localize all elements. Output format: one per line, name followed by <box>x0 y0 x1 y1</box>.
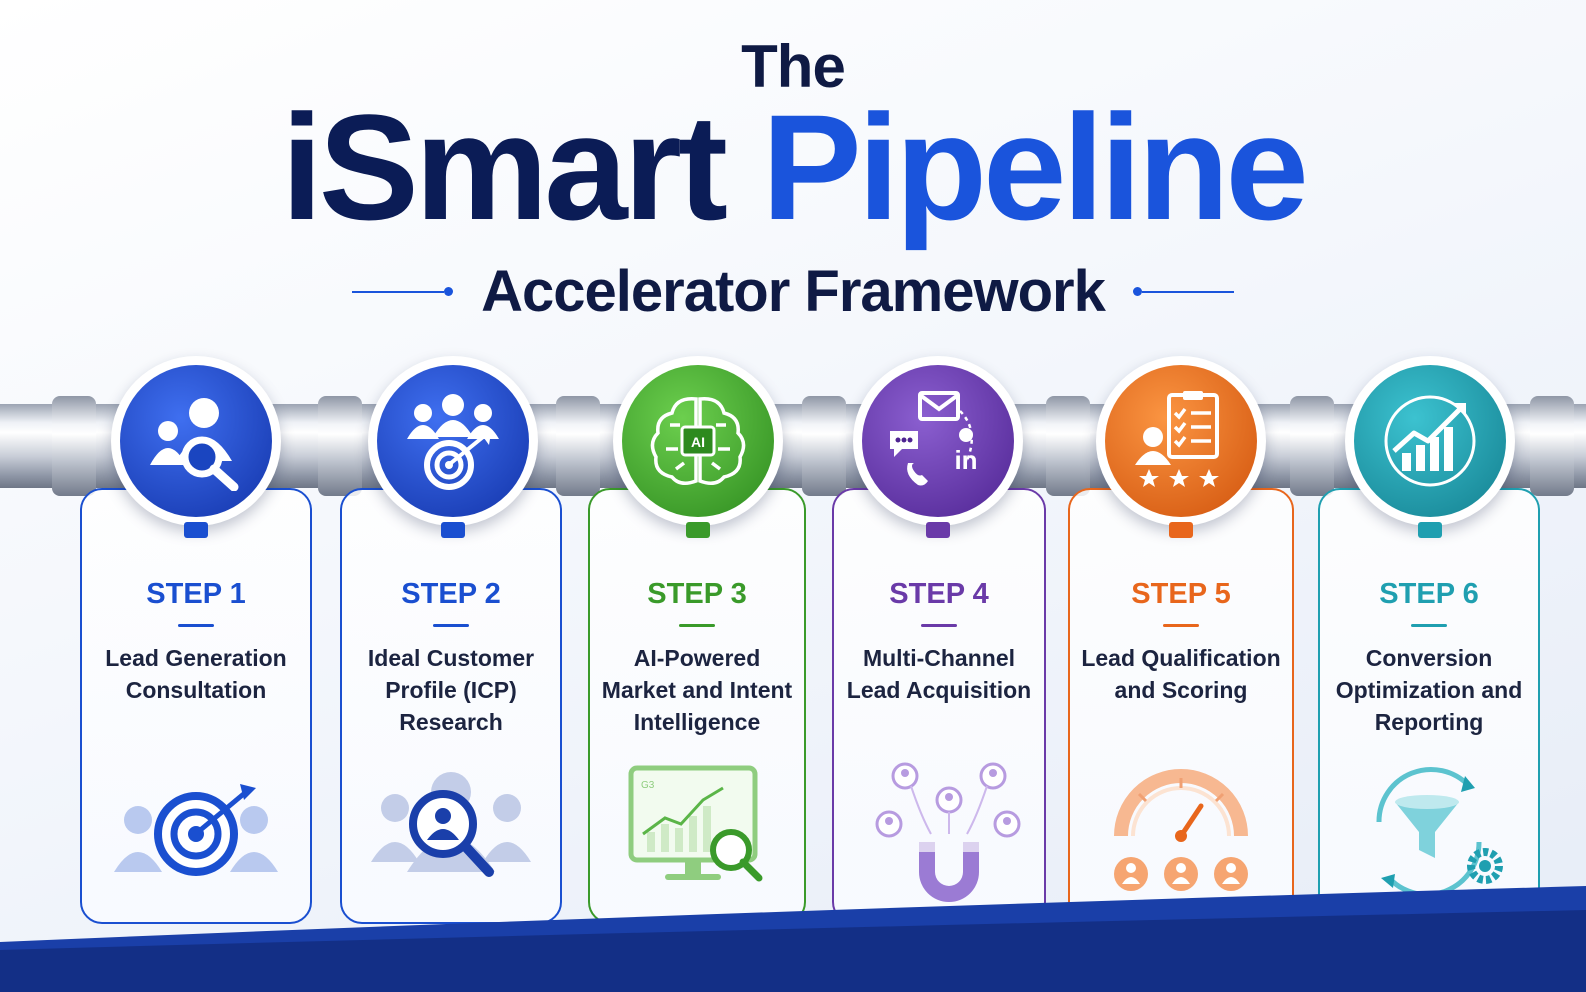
title-word-pipeline: Pipeline <box>761 83 1309 251</box>
step-title: AI-Powered Market and Intent Intelligenc… <box>601 645 793 735</box>
step-title: Ideal Customer Profile (ICP) Research <box>367 645 535 735</box>
step-badge-6 <box>1345 356 1515 538</box>
step-card-1: STEP 1 Lead Generation Consultation <box>80 488 312 924</box>
step-badge-1 <box>111 356 281 538</box>
step-card-3: STEP 3 AI-Powered Market and Intent Inte… <box>588 488 806 924</box>
step-label: STEP 6 <box>1379 578 1479 610</box>
step-label: STEP 5 <box>1131 578 1231 610</box>
step-badge-5 <box>1096 356 1266 538</box>
chart-label: G3 <box>641 780 655 791</box>
title-word-ismart: iSmart <box>281 83 728 251</box>
pipe-joint <box>52 396 96 496</box>
step-label: STEP 1 <box>146 578 246 610</box>
profile-magnifier-icon <box>371 772 531 877</box>
ai-brain-icon: AI <box>650 397 746 485</box>
step-divider <box>1163 624 1199 627</box>
step-title: Lead Qualification and Scoring <box>1081 645 1281 703</box>
step-badge-2 <box>368 356 538 538</box>
step-card-5: STEP 5 Lead Qualification and Scoring <box>1068 488 1294 924</box>
step-divider <box>1411 624 1447 627</box>
step-divider <box>433 624 469 627</box>
pipe-joint <box>802 396 846 496</box>
group-target-icon <box>407 394 499 490</box>
step-card-6: STEP 6 Conversion Optimization and Repor… <box>1318 488 1540 924</box>
pipe-joint <box>556 396 600 496</box>
subtitle-row: Accelerator Framework <box>0 258 1586 325</box>
step-title: Multi-Channel Lead Acquisition <box>846 645 1032 703</box>
step-divider <box>178 624 214 627</box>
step-divider <box>921 624 957 627</box>
step-badge-4: in <box>853 356 1023 538</box>
subtitle: Accelerator Framework <box>481 259 1106 324</box>
pipe-joint <box>1530 396 1574 496</box>
page-title: iSmart Pipeline <box>0 92 1586 242</box>
subtitle-left-divider <box>352 287 454 296</box>
pipe-joint <box>318 396 362 496</box>
step-label: STEP 4 <box>889 578 989 610</box>
growth-chart-icon <box>1384 395 1476 487</box>
score-gauge-icon <box>1114 769 1248 891</box>
title-the: The <box>741 33 846 100</box>
ai-chip-label: AI <box>691 434 705 450</box>
target-audience-icon <box>114 784 278 876</box>
bottom-wave <box>0 886 1586 992</box>
step-label: STEP 3 <box>647 578 747 610</box>
step-title: Lead Generation Consultation <box>105 645 287 703</box>
step-badge-3: AI <box>613 356 783 538</box>
step-divider <box>679 624 715 627</box>
users-search-icon <box>150 398 239 491</box>
checklist-rating-icon <box>1135 391 1219 487</box>
step-label: STEP 2 <box>401 578 501 610</box>
step-card-4: STEP 4 Multi-Channel Lead Acquisition <box>832 488 1046 924</box>
step-title: Conversion Optimization and Reporting <box>1335 645 1523 735</box>
pipe-joint <box>1046 396 1090 496</box>
svg-text:in: in <box>954 445 977 475</box>
step-card-2: STEP 2 Ideal Customer Profile (ICP) Rese… <box>340 488 562 924</box>
pipe-joint <box>1290 396 1334 496</box>
analytics-monitor-icon: G3 <box>628 765 763 882</box>
multichannel-icon: in <box>890 391 978 486</box>
lead-magnet-icon <box>875 762 1021 902</box>
subtitle-right-divider <box>1132 287 1234 296</box>
